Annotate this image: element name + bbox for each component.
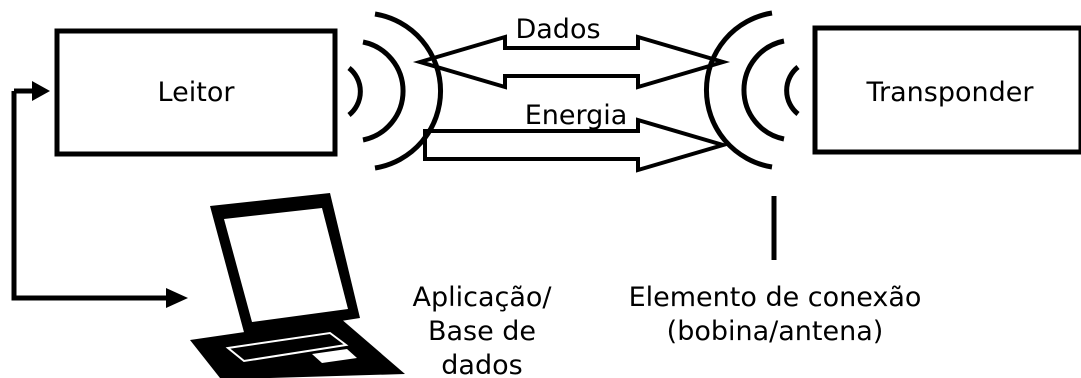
transponder-wave-outer (703, 10, 773, 170)
laptop-base (190, 318, 405, 378)
reader-wave-outer (374, 11, 444, 171)
application-line-1: Aplicação/ (412, 282, 552, 313)
laptop-screen (224, 208, 348, 322)
energy-arrow-label: Energia (525, 100, 628, 131)
coupling-line-2: (bobina/antena) (667, 316, 884, 347)
reader-box (54, 28, 338, 157)
reader-antenna-waves-icon (347, 11, 444, 171)
reader-label: Leitor (158, 77, 236, 108)
double-arrow-icon (412, 34, 731, 90)
laptop-touchpad (312, 349, 357, 363)
transponder-wave-inner (784, 65, 800, 116)
transponder-box (812, 25, 1081, 155)
data-arrow-label: Dados (515, 14, 600, 45)
energy-transfer-arrow: Energia (423, 100, 731, 173)
application-label: Aplicação/ Base de dados (412, 282, 552, 378)
application-line-3: dados (441, 350, 522, 378)
right-arrow-icon (423, 117, 731, 173)
coupling-line-1: Elemento de conexão (629, 282, 922, 313)
arrowhead-right-icon (32, 81, 50, 101)
coupling-element: Elemento de conexão (bobina/antena) (629, 196, 922, 347)
application-line-2: Base de (428, 316, 536, 347)
transponder-label: Transponder (866, 77, 1035, 108)
data-exchange-arrow: Dados (412, 14, 731, 90)
reader-wave-inner (347, 66, 363, 117)
transponder-wave-middle (741, 38, 785, 142)
connector-line (11, 91, 168, 301)
reader-block: Leitor (54, 28, 338, 157)
arrowhead-right-icon (166, 288, 188, 308)
reader-wave-middle (362, 39, 406, 143)
reader-laptop-connector (11, 81, 188, 308)
transponder-block: Transponder (812, 25, 1081, 155)
laptop-keyboard (225, 331, 349, 363)
transponder-antenna-waves-icon (703, 10, 800, 170)
laptop-icon (190, 193, 405, 378)
